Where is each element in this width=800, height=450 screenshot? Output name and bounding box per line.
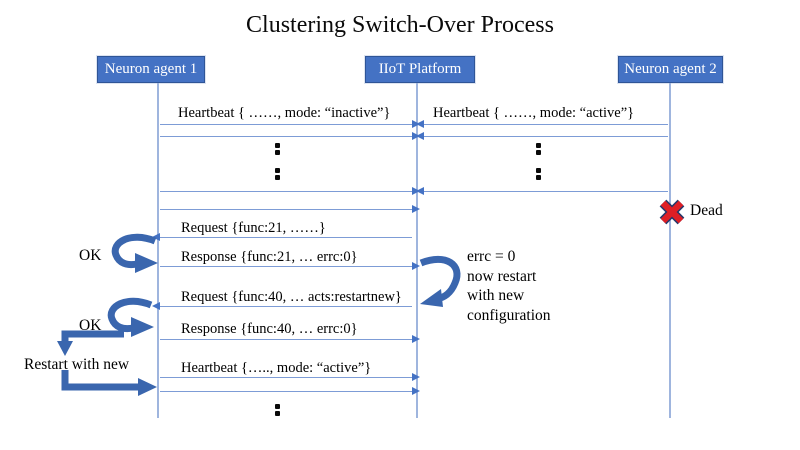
ellipsis-dots — [275, 168, 280, 173]
message-label-heartbeat-inactive: Heartbeat { ……, mode: “inactive”} — [178, 105, 391, 121]
ellipsis-dots — [536, 143, 541, 148]
message-arrow-heartbeat-new2 — [160, 387, 420, 396]
actor-box-iiot-platform: IIoT Platform — [365, 56, 475, 83]
diagram-title: Clustering Switch-Over Process — [246, 12, 554, 38]
ok-loop-arrow-icon — [107, 297, 154, 337]
ellipsis-dots — [275, 411, 280, 416]
ellipsis-dots — [536, 168, 541, 173]
restart-with-new-label: Restart with new — [24, 356, 130, 373]
message-label-response-func21: Response {func:21, … errc:0} — [181, 249, 358, 265]
platform-note-line: now restart — [467, 267, 537, 285]
message-label-response-func40: Response {func:40, … errc:0} — [181, 321, 358, 337]
ok-label-first: OK — [79, 247, 102, 264]
message-arrow-request-func40 — [152, 302, 412, 311]
ellipsis-dots — [275, 404, 280, 409]
right-elbow-arrow-icon — [61, 370, 157, 396]
message-arrow-response-func40 — [160, 335, 420, 344]
lifeline-agent2 — [669, 83, 671, 418]
message-label-heartbeat-active-new: Heartbeat {….., mode: “active”} — [181, 360, 372, 376]
message-arrow-response-func21 — [160, 262, 420, 271]
lifeline-platform — [416, 83, 418, 418]
platform-note-line: errc = 0 — [467, 248, 516, 265]
message-label-request-func40: Request {func:40, … acts:restartnew} — [181, 289, 402, 305]
actor-label-agent1: Neuron agent 1 — [104, 61, 198, 77]
platform-note-line: with new — [467, 287, 525, 304]
message-arrow-heartbeat-new1 — [160, 373, 420, 382]
ellipsis-dots — [536, 150, 541, 155]
platform-note-line: configuration — [467, 306, 551, 324]
message-arrow-heartbeat1-agent1 — [160, 120, 420, 129]
ellipsis-dots — [275, 175, 280, 180]
message-label-request-func21: Request {func:21, ……} — [181, 220, 326, 236]
message-arrow-heartbeat1-agent2 — [416, 120, 668, 129]
actor-box-neuron-agent-2: Neuron agent 2 — [618, 56, 723, 83]
message-arrow-heartbeat2-agent2 — [416, 132, 668, 141]
message-arrow-request-func21 — [152, 233, 412, 242]
message-arrow-heartbeat4-agent1 — [160, 205, 420, 214]
ellipsis-dots — [536, 175, 541, 180]
dead-label: Dead — [690, 202, 723, 219]
ellipsis-dots — [275, 143, 280, 148]
ok-label-second: OK — [79, 317, 102, 334]
ok-loop-arrow-icon — [111, 233, 158, 273]
down-elbow-arrow-icon — [57, 330, 124, 356]
actor-label-agent2: Neuron agent 2 — [624, 61, 717, 77]
message-arrow-heartbeat2-agent1 — [160, 132, 420, 141]
message-arrow-heartbeat3-agent1 — [160, 187, 420, 196]
ellipsis-dots — [275, 150, 280, 155]
dead-x-icon — [659, 199, 685, 225]
lifeline-agent1 — [157, 83, 159, 418]
platform-note: errc = 0 now restart with new configurat… — [467, 247, 551, 325]
message-label-heartbeat-active: Heartbeat { ……, mode: “active”} — [433, 105, 635, 121]
message-arrow-heartbeat3-agent2 — [416, 187, 668, 196]
platform-loop-arrow-icon — [419, 255, 461, 307]
actor-box-neuron-agent-1: Neuron agent 1 — [97, 56, 205, 83]
actor-label-platform: IIoT Platform — [378, 61, 462, 77]
